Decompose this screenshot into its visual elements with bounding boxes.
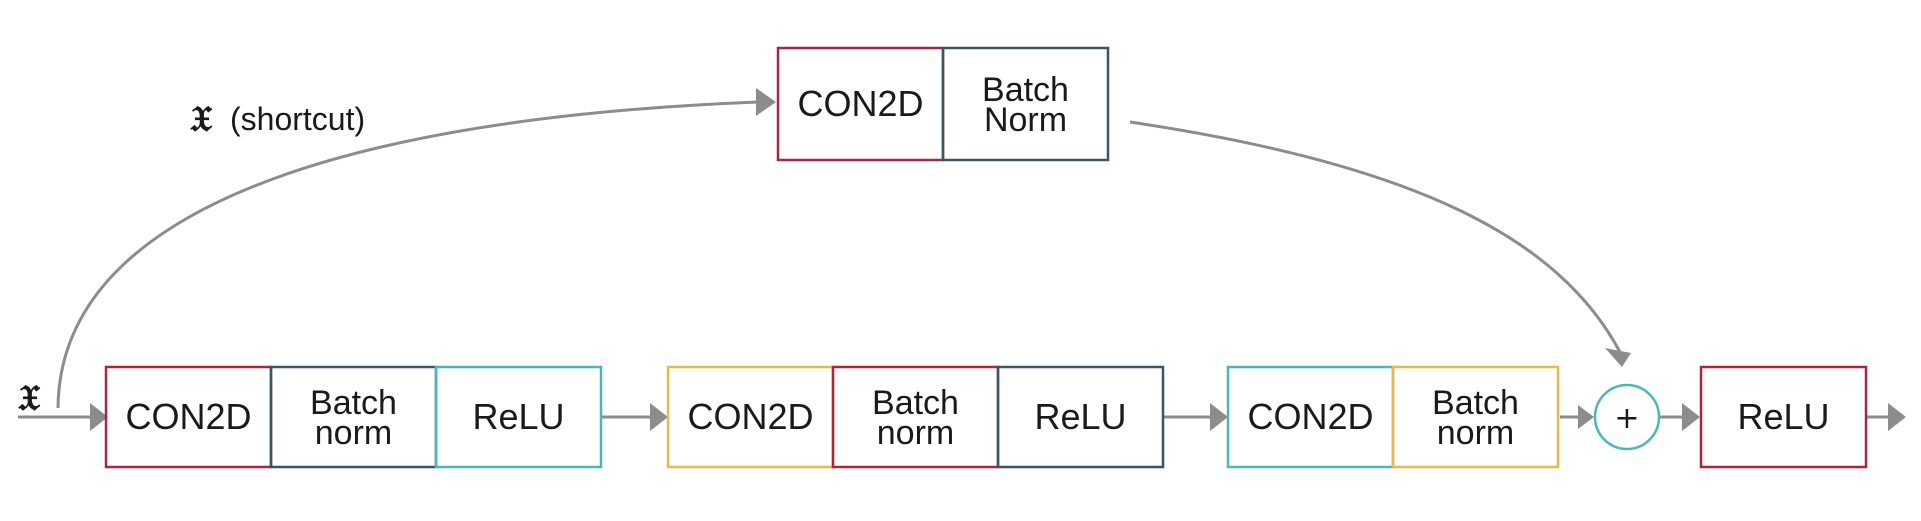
add-node — [1593, 383, 1661, 451]
g2-relu-label-line-0: ReLU — [1034, 396, 1126, 437]
g3-con2d-label-line-0: CON2D — [1247, 396, 1373, 437]
shortcut-label: (shortcut) — [230, 101, 365, 137]
arrow-g2-g3-head — [1210, 403, 1228, 431]
output-arrowhead — [1888, 403, 1906, 431]
shortcut-batch-norm-label-line-1: Norm — [984, 101, 1067, 139]
arrow-g3-add-head — [1578, 405, 1594, 429]
shortcut-con2d-label-line-0: CON2D — [797, 83, 923, 124]
final-relu-box — [1699, 365, 1868, 469]
g1-batch-norm-label-line-1: norm — [315, 414, 392, 452]
final-relu-label-line-0: ReLU — [1737, 396, 1829, 437]
g2-batch-norm-label-line-1: norm — [877, 414, 954, 452]
input-arrowhead — [90, 403, 108, 431]
add-symbol: + — [1614, 401, 1639, 436]
shortcut-x-symbol: 𝔛 — [190, 98, 213, 140]
g3-batch-norm-label-line-1: norm — [1437, 414, 1514, 452]
g3-batch-norm-box — [1391, 365, 1560, 469]
g1-con2d-label-line-0: CON2D — [125, 396, 251, 437]
input-x-symbol: 𝔛 — [18, 377, 41, 419]
g2-batch-norm-label-line-0: Batch — [872, 384, 959, 422]
shortcut-batch-norm-box — [941, 46, 1110, 162]
shortcut-out-arrowhead — [1605, 348, 1631, 367]
g3-batch-norm-label-line-0: Batch — [1432, 384, 1519, 422]
shortcut-curve-out — [1129, 120, 1622, 353]
g1-relu-box — [434, 365, 603, 469]
g1-relu-label-line-0: ReLU — [472, 396, 564, 437]
shortcut-curve-in — [56, 100, 759, 409]
g2-con2d-label-line-0: CON2D — [687, 396, 813, 437]
arrow-add-relu-head — [1682, 403, 1700, 431]
shortcut-in-arrowhead — [756, 88, 776, 116]
g2-relu-box — [996, 365, 1165, 469]
arrow-g1-g2-head — [650, 403, 668, 431]
shortcut-batch-norm-label-line-0: Batch — [982, 71, 1069, 109]
g1-batch-norm-label-line-0: Batch — [310, 384, 397, 422]
